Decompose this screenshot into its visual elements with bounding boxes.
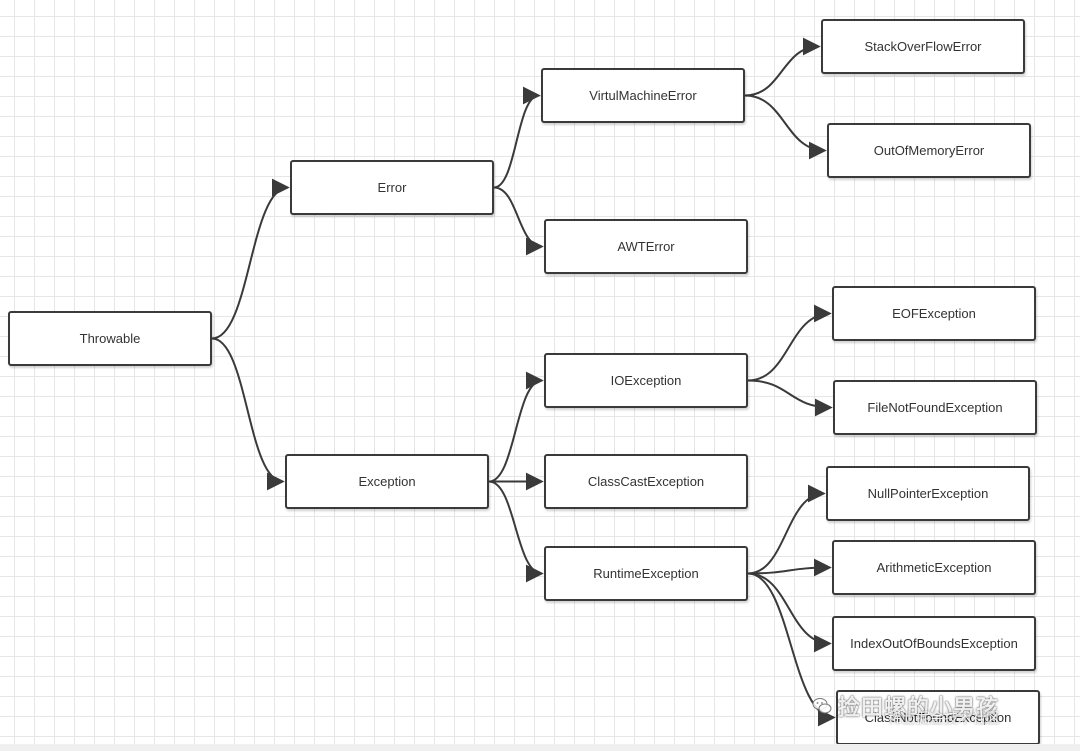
- node-stack-overflow-error[interactable]: StackOverFlowError: [821, 19, 1025, 74]
- edge-throwable-to-error: [211, 178, 290, 340]
- node-class-not-found-exception[interactable]: ClassNotFoundException: [836, 690, 1040, 745]
- edge-runtime_exception-to-null_pointer_exception: [747, 484, 826, 575]
- node-throwable[interactable]: Throwable: [8, 311, 212, 366]
- node-error[interactable]: Error: [290, 160, 494, 215]
- edge-runtime_exception-to-index_out_of_bounds_exception: [747, 572, 832, 653]
- bottom-edge: [0, 744, 1080, 751]
- node-eof-exception[interactable]: EOFException: [832, 286, 1036, 341]
- watermark-subtitle: 稀土掘金技术社区: [888, 711, 1000, 727]
- node-virtual-machine-error[interactable]: VirtulMachineError: [541, 68, 745, 123]
- edge-group: [211, 37, 836, 727]
- edge-throwable-to-exception: [211, 337, 285, 491]
- node-null-pointer-exception[interactable]: NullPointerException: [826, 466, 1030, 521]
- node-index-out-of-bounds-exception[interactable]: IndexOutOfBoundsException: [832, 616, 1036, 671]
- node-file-not-found-exception[interactable]: FileNotFoundException: [833, 380, 1037, 435]
- edge-virtual_machine_error-to-stack_overflow_error: [744, 37, 821, 97]
- edge-error-to-virtual_machine_error: [493, 86, 541, 189]
- node-arithmetic-exception[interactable]: ArithmeticException: [832, 540, 1036, 595]
- edge-exception-to-runtime_exception: [488, 480, 544, 583]
- node-class-cast-exception[interactable]: ClassCastException: [544, 454, 748, 509]
- edge-io_exception-to-file_not_found_exception: [747, 379, 833, 417]
- node-runtime-exception[interactable]: RuntimeException: [544, 546, 748, 601]
- node-exception[interactable]: Exception: [285, 454, 489, 509]
- node-awt-error[interactable]: AWTError: [544, 219, 748, 274]
- edge-runtime_exception-to-class_not_found_exception: [747, 572, 836, 727]
- edge-error-to-awt_error: [493, 186, 544, 256]
- edge-io_exception-to-eof_exception: [747, 304, 832, 382]
- edge-virtual_machine_error-to-out_of_memory_error: [744, 94, 827, 160]
- edge-runtime_exception-to-arithmetic_exception: [747, 558, 832, 577]
- node-out-of-memory-error[interactable]: OutOfMemoryError: [827, 123, 1031, 178]
- node-io-exception[interactable]: IOException: [544, 353, 748, 408]
- edge-exception-to-io_exception: [488, 371, 544, 483]
